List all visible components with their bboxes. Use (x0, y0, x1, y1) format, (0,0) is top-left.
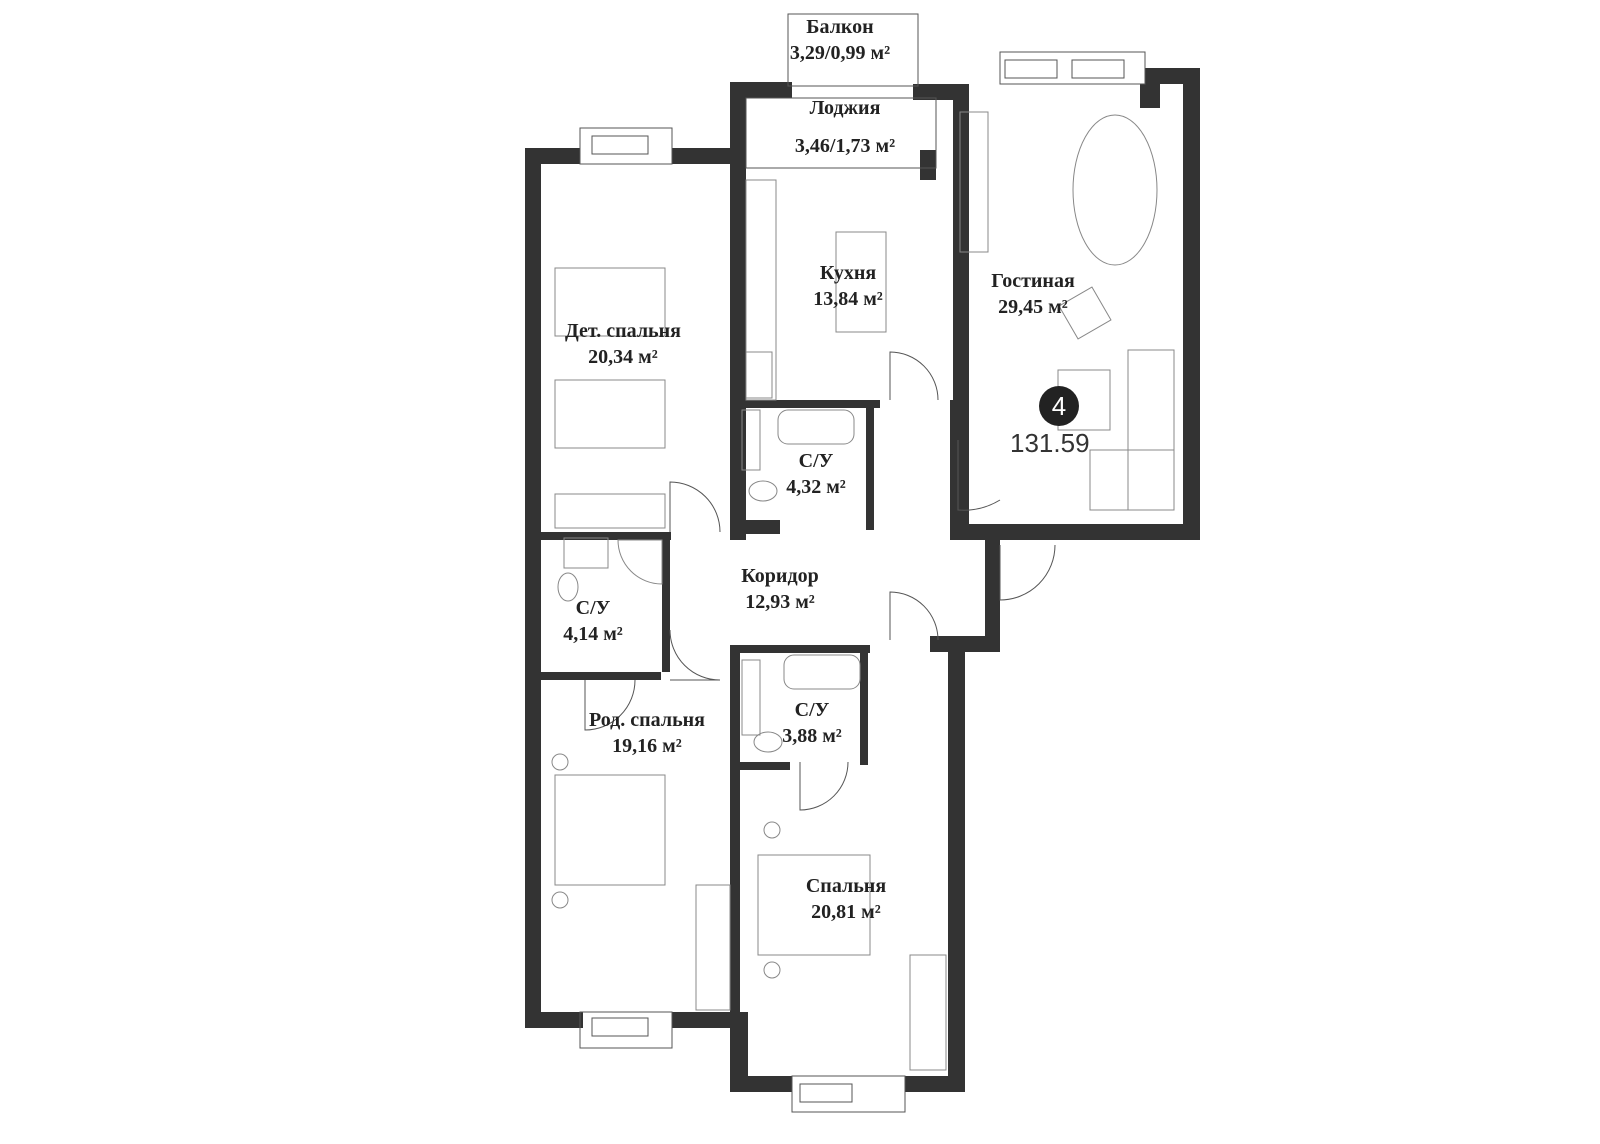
room-area: 20,34 м² (588, 346, 658, 368)
room-area: 12,93 м² (745, 591, 815, 613)
room-label-living: Гостиная 29,45 м² (991, 268, 1075, 320)
room-area: 3,88 м² (782, 725, 842, 747)
room-name: Коридор (741, 565, 819, 587)
total-area: 131.59 (1010, 428, 1090, 458)
room-name: Гостиная (991, 270, 1075, 292)
room-name: Кухня (819, 262, 877, 284)
room-label-bathroom-1: С/У 4,32 м² (786, 448, 846, 500)
walls (525, 68, 1200, 1092)
room-label-kids-bedroom: Дет. спальня 20,34 м² (565, 318, 681, 370)
room-area: 29,45 м² (998, 296, 1068, 318)
rooms-count-badge: 4 (1039, 386, 1079, 426)
doors (584, 351, 1056, 811)
room-name: Спальня (805, 875, 887, 897)
room-label-balcony: Балкон 3,29/0,99 м² (790, 14, 890, 66)
room-label-corridor: Коридор 12,93 м² (741, 563, 818, 615)
room-label-bathroom-3: С/У 3,88 м² (782, 697, 842, 749)
room-area: 4,32 м² (786, 476, 846, 498)
room-area: 3,46/1,73 м² (794, 135, 896, 157)
room-name: С/У (798, 450, 834, 472)
room-label-parents-bedroom: Род. спальня 19,16 м² (589, 707, 705, 759)
room-area: 13,84 м² (813, 288, 883, 310)
room-label-loggia: Лоджия 3,46/1,73 м² (795, 95, 895, 159)
room-name: Балкон (806, 16, 874, 38)
room-label-kitchen: Кухня 13,84 м² (813, 260, 883, 312)
room-area: 19,16 м² (612, 735, 682, 757)
room-label-bathroom-2: С/У 4,14 м² (563, 595, 623, 647)
room-area: 3,29/0,99 м² (789, 42, 891, 64)
room-area: 20,81 м² (811, 901, 881, 923)
room-area: 4,14 м² (563, 623, 623, 645)
room-name: Лоджия (809, 97, 881, 119)
room-name: С/У (575, 597, 611, 619)
room-label-bedroom: Спальня 20,81 м² (806, 873, 886, 925)
room-name: Род. спальня (589, 709, 705, 731)
room-name: Дет. спальня (565, 320, 681, 342)
furniture (551, 111, 1175, 1071)
room-name: С/У (794, 699, 830, 721)
windows (579, 13, 1146, 1113)
